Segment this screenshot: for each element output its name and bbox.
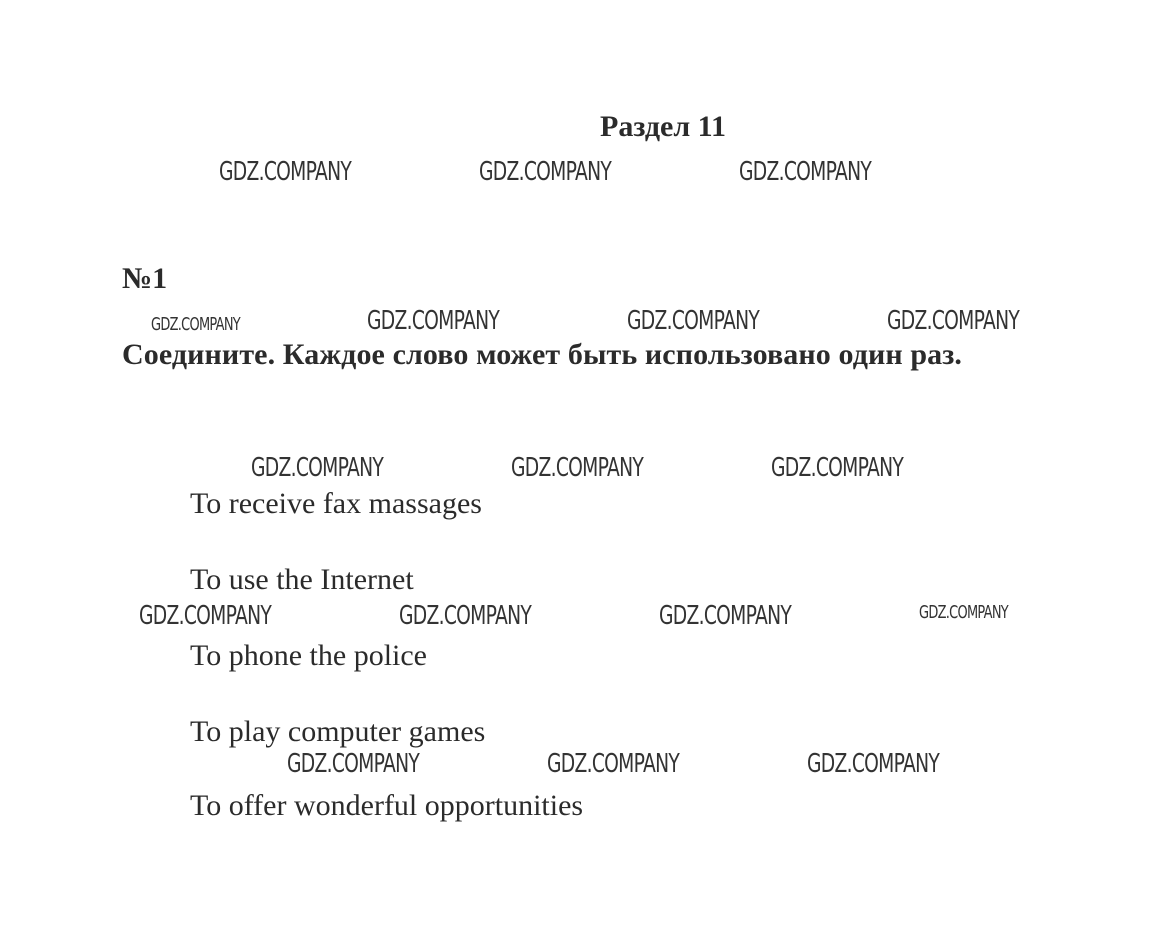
watermark: GDZ.COMPANY [251,453,384,483]
watermark: GDZ.COMPANY [151,314,241,335]
watermark: GDZ.COMPANY [139,601,272,631]
watermark: GDZ.COMPANY [511,453,644,483]
watermark: GDZ.COMPANY [479,157,612,187]
phrase-item: To offer wonderful opportunities [190,789,584,822]
watermark: GDZ.COMPANY [887,306,1020,336]
phrase-item: To receive fax massages [190,487,482,520]
watermark: GDZ.COMPANY [919,602,1009,623]
task-number: №1 [122,262,168,295]
watermark: GDZ.COMPANY [739,157,872,187]
watermark: GDZ.COMPANY [399,601,532,631]
watermark: GDZ.COMPANY [659,601,792,631]
phrase-item: To play computer games [190,715,486,748]
watermark: GDZ.COMPANY [627,306,760,336]
watermark: GDZ.COMPANY [771,453,904,483]
watermark: GDZ.COMPANY [807,749,940,779]
section-title: Раздел 11 [600,110,727,143]
phrase-item: To phone the police [190,639,427,672]
phrase-item: To use the Internet [190,563,414,596]
watermark: GDZ.COMPANY [287,749,420,779]
watermark: GDZ.COMPANY [367,306,500,336]
task-instruction: Соедините. Каждое слово может быть испол… [122,338,963,371]
watermark: GDZ.COMPANY [219,157,352,187]
watermark: GDZ.COMPANY [547,749,680,779]
